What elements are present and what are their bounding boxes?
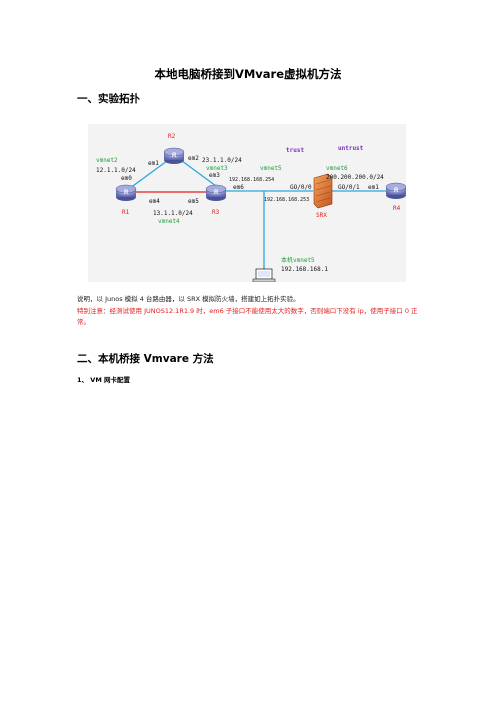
label-host-vmnet5: 本机vmnet5 [281,256,315,264]
label-subnet-23: 23.1.1.0/24 [202,157,242,164]
label-srx-ip: 192.168.168.253 [264,197,309,203]
label-host-ip: 192.168.168.1 [281,266,328,273]
warning-paragraph: 特别注意：经测试使用 JUNOS12.1R1.9 时，em6 子接口不能使用太大… [77,307,418,326]
label-vmnet3: vmnet3 [206,165,228,172]
label-em2: em2 [188,155,199,162]
page-title: 本地电脑桥接到VMvare虚拟机方法 [154,67,342,81]
label-untrust: untrust [338,145,364,152]
firewall-srx-icon [313,173,333,209]
router-r3-icon: R [205,184,227,201]
svg-text:R: R [214,190,219,196]
router-r1-icon: R [115,184,137,201]
label-r2: R2 [168,133,176,140]
router-r2-icon: R [163,147,185,164]
label-em5: em5 [188,198,199,205]
note-paragraph: 说明，以 Junos 模拟 4 台路由器，以 SRX 模拟防火墙，搭建如上拓扑实… [77,295,300,303]
subsection-heading-vm-nic: 1、 VM 网卡配置 [77,376,131,384]
label-vmnet4: vmnet4 [158,218,180,225]
label-r1: R1 [122,209,130,216]
section-heading-bridge: 二、本机桥接 Vmvare 方法 [77,353,214,365]
host-pc-icon [252,268,276,282]
label-vmnet2: vmnet2 [96,157,118,164]
label-em1-r2: em1 [148,160,159,167]
label-srx: SRX [316,212,327,219]
section-heading-topology: 一、实验拓扑 [77,93,140,105]
router-r4-icon: R [385,182,406,199]
label-ge00: GO/0/0 [290,184,312,191]
label-em6: em6 [233,184,244,191]
label-vmnet5: vmnet5 [260,165,282,172]
label-em1-r4: em1 [368,184,379,191]
link-r1-r2 [125,157,172,192]
svg-text:R: R [172,153,177,159]
label-subnet-200: 200.200.200.0/24 [326,174,384,181]
label-em3: em3 [209,172,220,179]
label-trust: trust [286,147,304,154]
label-r3: R3 [212,209,220,216]
label-em0: em0 [121,175,132,182]
link-r2-r3 [177,157,217,187]
svg-text:R: R [394,188,399,194]
label-r4: R4 [393,205,401,212]
label-em4: em4 [149,198,160,205]
label-subnet-12: 12.1.1.0/24 [96,167,136,174]
label-vmnet6: vmnet6 [326,165,348,172]
svg-text:R: R [124,190,129,196]
label-r3-ip: 192.168.168.254 [229,177,274,183]
label-ge01: GO/0/1 [338,184,360,191]
topology-diagram: R R R R R2 R1 R3 R4 SRX trust [88,124,406,282]
label-subnet-13: 13.1.1.0/24 [153,210,193,217]
